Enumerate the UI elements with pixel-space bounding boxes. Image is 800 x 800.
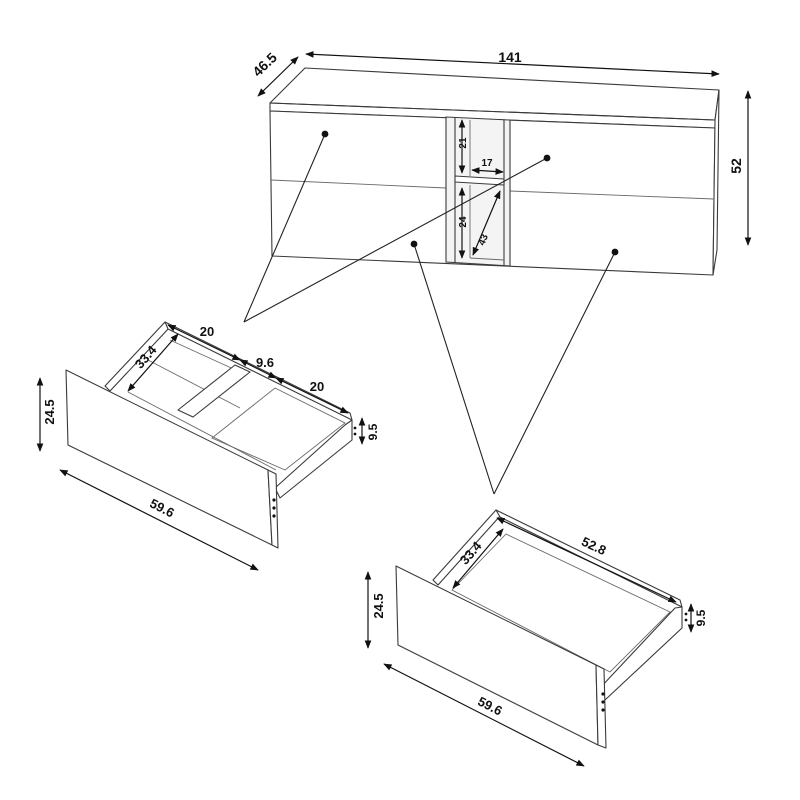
drawer-left-front-width-dimension-line — [59, 469, 259, 571]
drawer-left-compartment-left-dimension-line — [167, 324, 241, 361]
drawer-right-front-edge — [595, 664, 607, 749]
callout-dot-top-right — [543, 154, 551, 162]
callout-dot-bottom-left — [410, 240, 418, 248]
callout-dot-bottom-right — [611, 248, 619, 256]
cabinet-depth-dimension-line — [257, 56, 299, 97]
drawer-left-compartment-right-label: 20 — [310, 379, 324, 394]
drawer-right-side — [495, 509, 683, 608]
drawer-right-inner-depth-label: 33.4 — [457, 538, 485, 568]
drawer-left — [65, 321, 357, 549]
cabinet-top — [269, 67, 720, 121]
cabinet-width-dimension-line — [305, 51, 720, 77]
shelf-upper-height-label: 21 — [458, 137, 469, 149]
cabinet-depth-label: 46.5 — [249, 49, 280, 80]
drawer-left-divider-dimension-line — [239, 359, 277, 379]
callout-leaders — [243, 130, 619, 495]
shelf-depth-label: 43 — [476, 232, 491, 247]
shelf-width-label: 17 — [481, 158, 493, 169]
drawer-left-inner-depth-label: 33.4 — [132, 342, 160, 372]
cabinet-drawer-split-left — [270, 179, 447, 189]
drawer-left-inner-depth-dimension-line — [127, 333, 179, 392]
drawer-right-inner-depth-dimension-line — [452, 528, 504, 589]
drawer-left-divider — [177, 364, 251, 418]
cabinet-width-label: 141 — [498, 49, 522, 65]
callout-dot-top-left — [321, 130, 329, 138]
drawer-left-divider-label: 9.6 — [256, 355, 274, 370]
drawer-left-compartment-left-label: 20 — [200, 324, 214, 339]
drawer-right-right-side — [599, 606, 683, 701]
drawer-left-right-side — [274, 419, 353, 499]
drawer-right-front-height-label: 24.5 — [371, 593, 386, 618]
drawer-left-compartment-right-dimension-line — [275, 377, 349, 414]
cabinet-drawer-split-right — [509, 190, 715, 200]
shelf-lower-height-label: 24 — [458, 216, 469, 228]
drawer-right-front-width-dimension-line — [383, 663, 585, 767]
drawer-right-inner-width-dimension-line — [496, 517, 677, 603]
cabinet-side — [712, 89, 720, 276]
drawer-left-side-height-label: 9.5 — [366, 423, 380, 440]
drawer-right — [395, 509, 688, 749]
drawer-left-front-height-label: 24.5 — [42, 399, 57, 424]
drawer-right-side-height-label: 9.5 — [694, 609, 708, 626]
drawer-left-compartment-right — [211, 387, 346, 471]
shelf-width-dimension-line — [471, 167, 504, 175]
drawer-right-front — [395, 565, 599, 746]
shelf-depth-dimension-line — [472, 190, 501, 256]
cabinet-height-label: 52 — [728, 158, 744, 174]
drawer-right-front-width-label: 59.6 — [475, 694, 504, 719]
